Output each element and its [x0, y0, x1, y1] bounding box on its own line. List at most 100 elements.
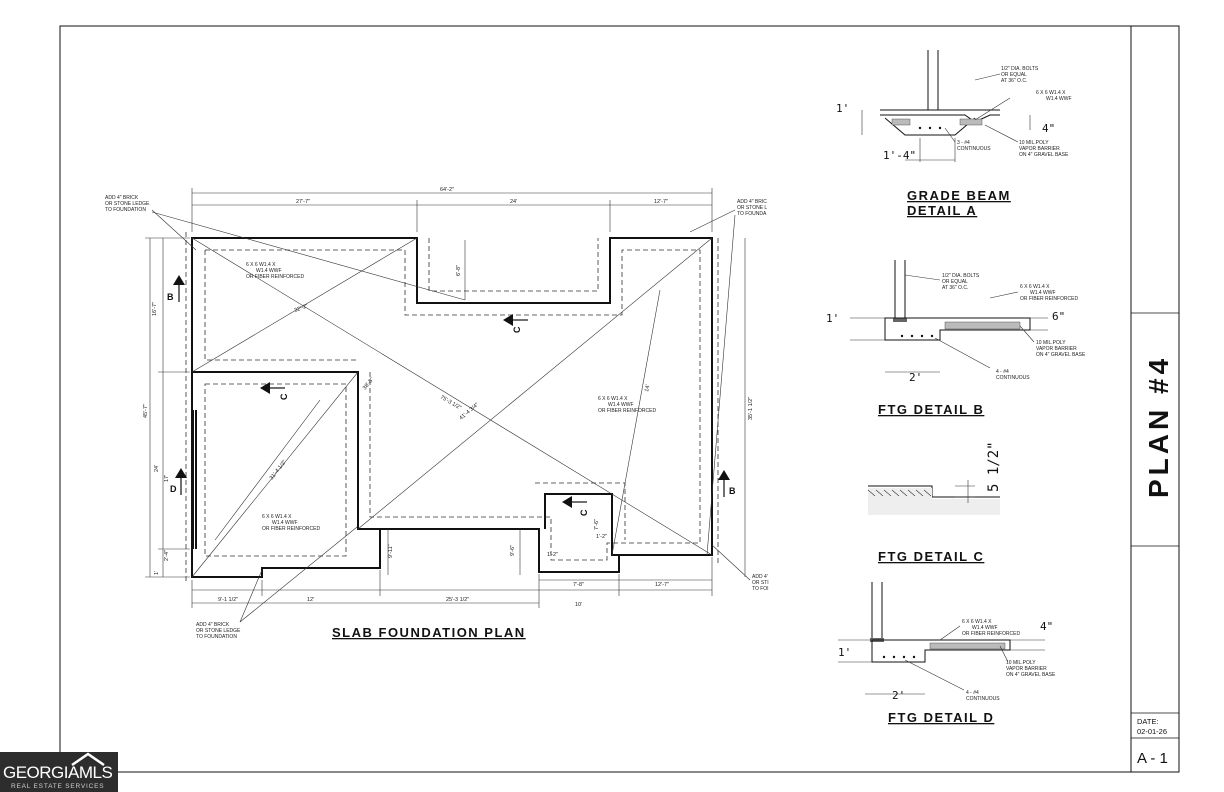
watermark-tagline: REAL ESTATE SERVICES — [11, 783, 105, 790]
svg-text:4 - #4: 4 - #4 — [996, 369, 1009, 375]
svg-text:W1.4 WWF: W1.4 WWF — [972, 625, 998, 631]
section-marker-c-entry: C — [562, 496, 589, 516]
svg-text:C: C — [279, 393, 289, 400]
dim-left-e: 2'-4" — [164, 550, 170, 561]
dim-left-f: 1' — [154, 571, 160, 575]
svg-text:TO FOUNDATION: TO FOUNDATION — [196, 634, 237, 640]
svg-text:C: C — [512, 326, 522, 333]
svg-text:OR FIBER REINFORCED: OR FIBER REINFORCED — [1020, 296, 1078, 302]
date-value: 02-01-26 — [1137, 727, 1167, 736]
svg-text:6 X 6 W1.4 X: 6 X 6 W1.4 X — [1036, 90, 1066, 96]
svg-text:W1.4 WWF: W1.4 WWF — [608, 402, 634, 408]
georgiamls-watermark: GEORGIAMLS REAL ESTATE SERVICES — [0, 752, 118, 792]
svg-text:AT 36" O.C.: AT 36" O.C. — [1001, 78, 1027, 84]
roof-icon — [71, 752, 105, 766]
sheet-border — [59, 25, 1180, 773]
dim-inner-e: 1'-2" — [596, 534, 607, 540]
dim-top-a: 27'-7" — [296, 199, 310, 205]
section-marker-d: D — [170, 468, 187, 495]
detail-a-title-line2: DETAIL A — [907, 203, 977, 218]
dim-right-overall: 35'-1 1/2" — [748, 397, 754, 420]
dim-diag-b: 38'-8" — [362, 377, 376, 392]
footing-line — [204, 383, 347, 557]
svg-text:6 X 6 W1.4 X: 6 X 6 W1.4 X — [262, 514, 292, 520]
svg-text:W1.4 WWF: W1.4 WWF — [272, 520, 298, 526]
note-brick-tl: ADD 4" BRICK OR STONE LEDGE TO FOUNDATIO… — [105, 195, 150, 213]
svg-text:ON 4" GRAVEL BASE: ON 4" GRAVEL BASE — [1006, 672, 1056, 678]
svg-text:OR EQUAL: OR EQUAL — [1001, 72, 1027, 78]
svg-text:6 X 6 W1.4 X: 6 X 6 W1.4 X — [962, 619, 992, 625]
diagonal-line — [357, 237, 713, 530]
detail-c: 5 1/2" FTG DETAIL C — [867, 441, 1002, 564]
dim-notch: 6'-8" — [456, 265, 462, 276]
leader-line — [151, 209, 197, 251]
svg-text:OR FIBER REINFORCED: OR FIBER REINFORCED — [246, 274, 304, 280]
dim-bottom-a: 9'-1 1/2" — [218, 597, 238, 603]
dim-bottom-e: 12'-7" — [655, 582, 669, 588]
dim-left-b: 45'-7" — [143, 404, 149, 418]
svg-text:C: C — [579, 509, 589, 516]
diagonal-line — [191, 237, 418, 373]
svg-text:ADD 4" BRICK: ADD 4" BRICK — [196, 622, 230, 628]
svg-text:10 MIL.POLY: 10 MIL.POLY — [1036, 340, 1066, 346]
note-brick-tr: ADD 4" BRIC OR STONE L TO FOUNDA — [737, 199, 767, 217]
svg-text:6 X 6 W1.4 X: 6 X 6 W1.4 X — [598, 396, 628, 402]
svg-text:1': 1' — [836, 102, 849, 115]
leader-line — [689, 209, 736, 233]
dim-top-c: 12'-7" — [654, 199, 668, 205]
detail-d: 1' 4" 2' 6 X 6 W1.4 X W1.4 WWF OR FIBER … — [838, 582, 1056, 725]
svg-text:ADD 4': ADD 4' — [752, 574, 768, 580]
svg-text:4": 4" — [1042, 122, 1055, 135]
detail-b: 1' 6" 2' 1/2" DIA. BOLTS OR EQUAL AT 36"… — [826, 260, 1086, 417]
entry-notch — [538, 493, 620, 573]
section-marker-c-west: C — [260, 382, 289, 400]
plan-label: PLAN #4 — [1143, 355, 1174, 498]
svg-text:VAPOR BARRIER: VAPOR BARRIER — [1019, 146, 1060, 152]
svg-text:6": 6" — [1052, 310, 1065, 323]
slab-foundation-plan: 64'-2" 27'-7" 24' 12'-7" 16'-7" 45'-7" 2… — [105, 187, 769, 640]
detail-a-title-line1: GRADE BEAM — [907, 188, 1011, 203]
svg-text:VAPOR BARRIER: VAPOR BARRIER — [1036, 346, 1077, 352]
svg-text:ADD 4" BRIC: ADD 4" BRIC — [737, 199, 767, 205]
note-mesh-1: 6 X 6 W1.4 X W1.4 WWF OR FIBER REINFORCE… — [246, 262, 304, 280]
svg-text:1/2" DIA. BOLTS: 1/2" DIA. BOLTS — [1001, 66, 1039, 72]
dim-diag-e: 31'-4 1/2" — [269, 459, 288, 481]
svg-text:OR STI: OR STI — [752, 580, 769, 586]
dim-inner-b: 9'-6" — [510, 545, 516, 556]
footing-line — [428, 238, 599, 292]
svg-text:CONTINUOUS: CONTINUOUS — [957, 146, 991, 152]
svg-text:OR STONE L: OR STONE L — [737, 205, 767, 211]
note-brick-br: ADD 4' OR STI TO FOI — [752, 574, 769, 592]
section-marker-b-east: B — [718, 470, 736, 497]
svg-text:TO FOI: TO FOI — [752, 586, 769, 592]
svg-text:1'-4": 1'-4" — [883, 149, 916, 162]
svg-text:W1.4 WWF: W1.4 WWF — [1046, 96, 1072, 102]
dim-diag-f: 14' — [644, 384, 651, 392]
dim-inner-a: 9'-11" — [388, 544, 394, 558]
svg-text:2': 2' — [892, 689, 905, 702]
section-marker-b-west: B — [167, 275, 185, 302]
svg-text:OR STONE LEDGE: OR STONE LEDGE — [105, 201, 150, 207]
svg-text:2': 2' — [909, 371, 922, 384]
svg-text:B: B — [729, 486, 736, 496]
svg-text:6 X 6 W1.4 X: 6 X 6 W1.4 X — [1020, 284, 1050, 290]
dim-diag-c: 75'-3 1/2" — [439, 395, 462, 412]
diagonal-line — [611, 289, 661, 556]
svg-text:CONTINUOUS: CONTINUOUS — [966, 696, 1000, 702]
svg-text:1/2" DIA. BOLTS: 1/2" DIA. BOLTS — [942, 273, 980, 279]
svg-text:ON 4" GRAVEL BASE: ON 4" GRAVEL BASE — [1019, 152, 1069, 158]
svg-text:OR FIBER REINFORCED: OR FIBER REINFORCED — [262, 526, 320, 532]
svg-text:5 1/2": 5 1/2" — [986, 441, 1002, 492]
svg-text:6 X 6 W1.4 X: 6 X 6 W1.4 X — [246, 262, 276, 268]
dim-overall-top: 64'-2" — [440, 187, 454, 193]
leader-line — [239, 569, 263, 623]
dim-bottom-d: 7'-8" — [573, 582, 584, 588]
dim-left-c: 24' — [154, 465, 160, 472]
plan-title: SLAB FOUNDATION PLAN — [332, 625, 526, 640]
date-label: DATE: — [1137, 717, 1159, 726]
dim-left-d: 17' — [164, 475, 170, 482]
svg-text:B: B — [167, 292, 174, 302]
svg-text:10 MIL.POLY: 10 MIL.POLY — [1006, 660, 1036, 666]
svg-text:D: D — [170, 484, 177, 494]
